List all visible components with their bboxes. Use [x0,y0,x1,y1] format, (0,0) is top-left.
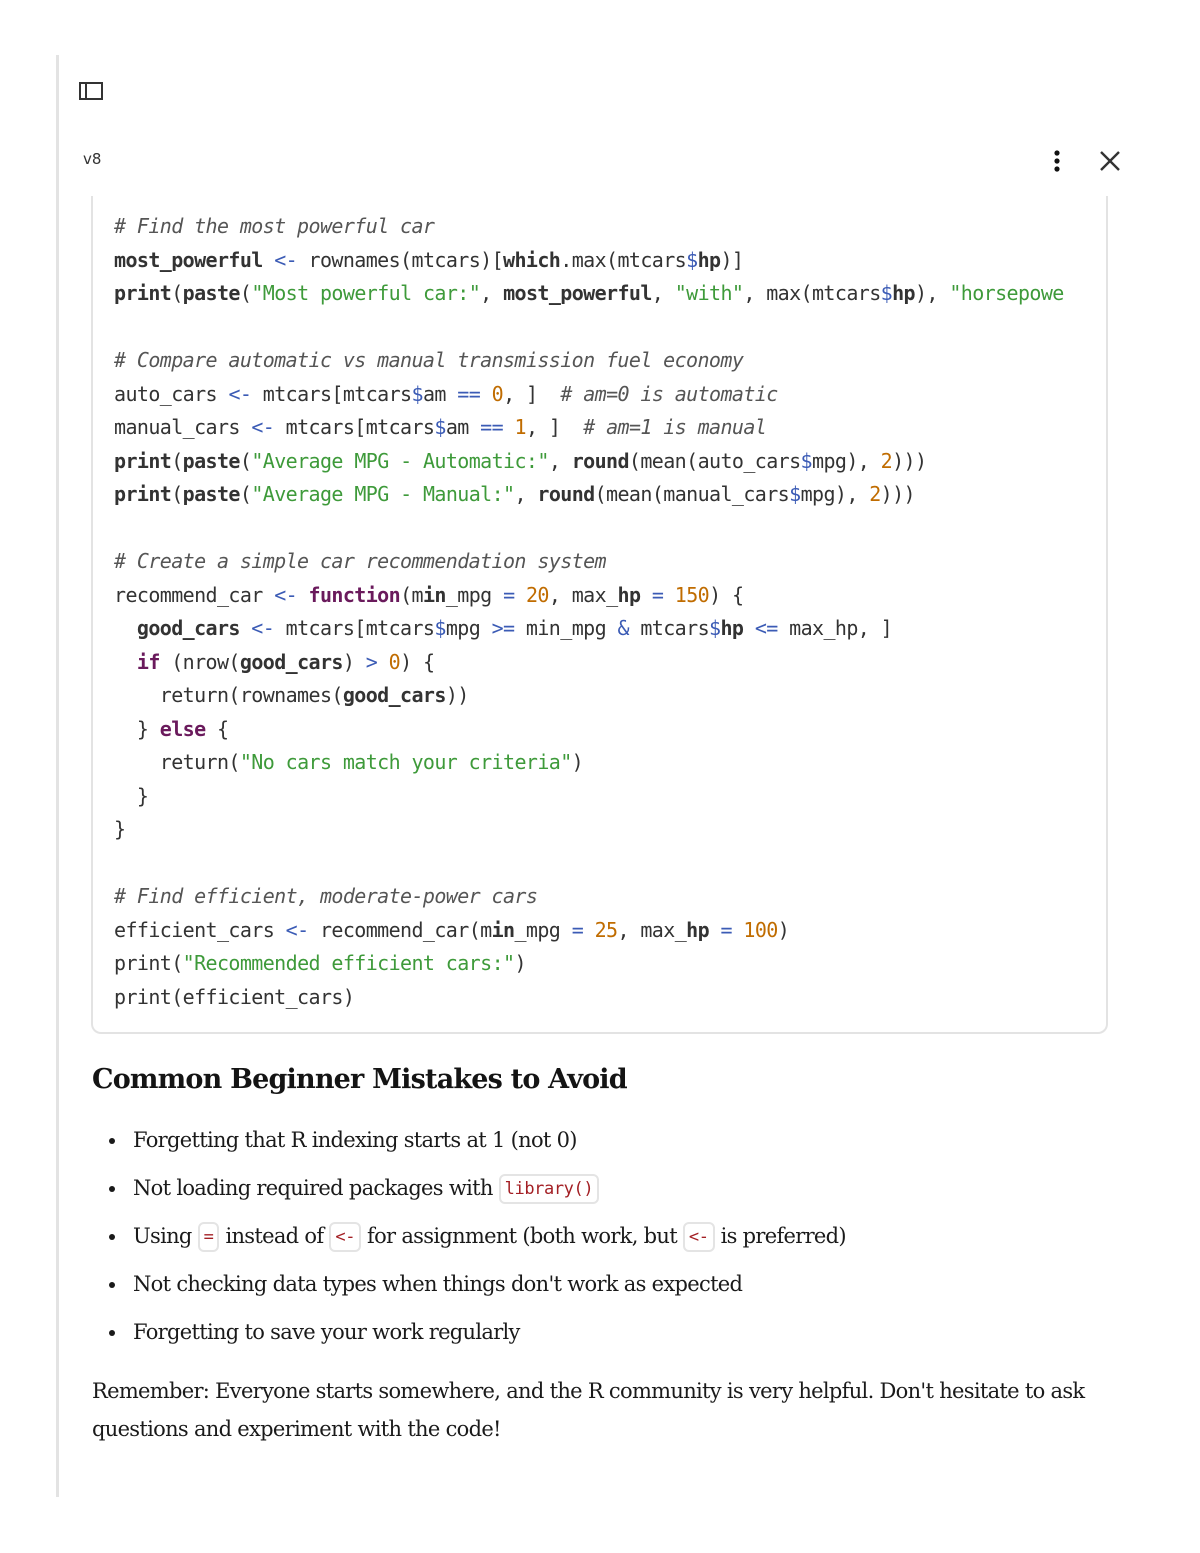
list-item: Not checking data types when things don'… [92,1262,846,1310]
inline-code: <- [682,1222,715,1252]
more-options-button[interactable] [1046,148,1068,176]
close-x-icon [1100,151,1120,171]
vertical-ellipsis-icon [1054,150,1060,172]
version-label: v8 [83,150,102,168]
list-item: Using = instead of <- for assignment (bo… [92,1214,847,1262]
section-heading: Common Beginner Mistakes to Avoid [92,1064,628,1095]
code-comment: # Compare automatic vs manual transmissi… [114,348,744,372]
inline-code: = [197,1222,220,1252]
code-block[interactable]: # Find the most powerful car most_powerf… [91,196,1108,1034]
sidebar-toggle-button[interactable] [79,81,103,101]
closing-paragraph: Remember: Everyone starts somewhere, and… [92,1379,1085,1441]
code-comment: # Find the most powerful car [114,214,435,238]
sidebar-panel-icon [79,82,103,100]
code-comment: # Create a simple car recommendation sys… [114,549,607,573]
code-content: # Find the most powerful car most_powerf… [114,214,1064,1009]
list-item: Forgetting that R indexing starts at 1 (… [92,1118,846,1166]
mistakes-list: Forgetting that R indexing starts at 1 (… [92,1118,847,1358]
inline-code: <- [329,1222,362,1252]
list-item: Not loading required packages with libra… [92,1166,846,1214]
close-button[interactable] [1098,149,1122,173]
code-comment: # Find efficient, moderate-power cars [114,884,538,908]
artifact-panel [56,55,1200,1497]
list-item: Forgetting to save your work regularly [92,1310,846,1358]
inline-code: library() [498,1174,600,1204]
